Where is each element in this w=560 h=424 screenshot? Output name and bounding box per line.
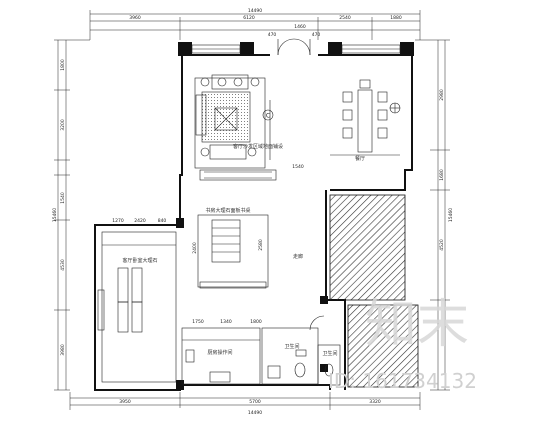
- study-room: [197, 214, 269, 289]
- svg-text:1540: 1540: [60, 192, 66, 204]
- svg-text:15460: 15460: [448, 208, 454, 222]
- dining-table: [330, 79, 401, 156]
- bottom-dimension-chain: [69, 392, 421, 410]
- svg-text:14490: 14490: [248, 410, 262, 416]
- label-kitchen: 厨房操作间: [207, 349, 232, 356]
- svg-text:470: 470: [268, 32, 277, 38]
- label-bedroom: 客厅卧室大理石: [122, 257, 157, 264]
- terrace-hatched-lower: [347, 304, 419, 388]
- svg-text:2580: 2580: [258, 239, 264, 251]
- terrace-hatched: [329, 194, 406, 301]
- bathroom: [261, 315, 325, 385]
- bottom-dimension-labels: 14490 3950 5700 3320: [119, 399, 381, 416]
- callout-marker: C: [262, 109, 274, 121]
- label-hall: 走廊: [293, 253, 303, 260]
- watermark: 知末 ID: 161734132: [328, 295, 477, 393]
- svg-text:1880: 1880: [390, 15, 402, 21]
- svg-text:2540: 2540: [339, 15, 351, 21]
- structural-columns: [176, 42, 414, 390]
- svg-text:1340: 1340: [220, 319, 232, 325]
- interior-dimension-labels: 1540 1270 2420 840 1750 1340 1800 2580 2…: [112, 164, 304, 325]
- svg-text:14490: 14490: [248, 8, 262, 14]
- svg-text:4530: 4530: [60, 259, 66, 271]
- left-dimension-labels: 15460 1800 3200 1540 4530 3980: [52, 59, 66, 356]
- svg-text:5700: 5700: [249, 399, 261, 405]
- svg-text:1750: 1750: [192, 319, 204, 325]
- svg-text:470: 470: [312, 32, 321, 38]
- svg-text:15460: 15460: [52, 208, 58, 222]
- svg-text:4520: 4520: [439, 239, 445, 251]
- right-dimension-labels: 15460 2980 4520 1680: [439, 89, 454, 251]
- svg-text:2400: 2400: [192, 242, 198, 254]
- svg-text:3980: 3980: [60, 344, 66, 356]
- partition-band: [199, 169, 277, 181]
- top-dimension-labels: 14490 3960 6120 2540 1880 1460 470 470: [129, 8, 402, 38]
- label-dining: 餐厅: [355, 155, 365, 162]
- watermark-brand: 知末: [365, 295, 469, 355]
- svg-text:1800: 1800: [60, 59, 66, 71]
- label-study: 书房大理石面板书桌: [205, 207, 250, 214]
- svg-text:3960: 3960: [129, 15, 141, 21]
- windows-top: [191, 44, 401, 54]
- right-dimension-chain: [415, 39, 450, 391]
- svg-text:3950: 3950: [119, 399, 131, 405]
- label-toilet: 卫生间: [322, 350, 337, 357]
- callout-label: C: [266, 113, 270, 120]
- entry-door: [277, 38, 311, 56]
- svg-text:1680: 1680: [439, 169, 445, 181]
- svg-text:3200: 3200: [60, 119, 66, 131]
- svg-text:1270: 1270: [112, 218, 124, 224]
- svg-text:6120: 6120: [243, 15, 255, 21]
- top-dimension-chain: [89, 10, 421, 40]
- svg-text:2980: 2980: [439, 89, 445, 101]
- svg-text:2420: 2420: [134, 218, 146, 224]
- left-dimension-chain: [54, 39, 90, 391]
- toilet-room: [317, 344, 341, 386]
- svg-text:1540: 1540: [292, 164, 304, 170]
- label-living: 客厅沙发区域地面铺设: [233, 143, 283, 150]
- svg-text:1800: 1800: [250, 319, 262, 325]
- kitchen: [181, 327, 261, 385]
- label-bath: 卫生间: [284, 343, 299, 350]
- watermark-id: ID: 161734132: [328, 369, 477, 393]
- svg-text:1460: 1460: [294, 24, 306, 30]
- svg-text:3320: 3320: [369, 399, 381, 405]
- living-room: [194, 74, 271, 169]
- svg-text:840: 840: [158, 218, 167, 224]
- bedroom: [97, 231, 177, 383]
